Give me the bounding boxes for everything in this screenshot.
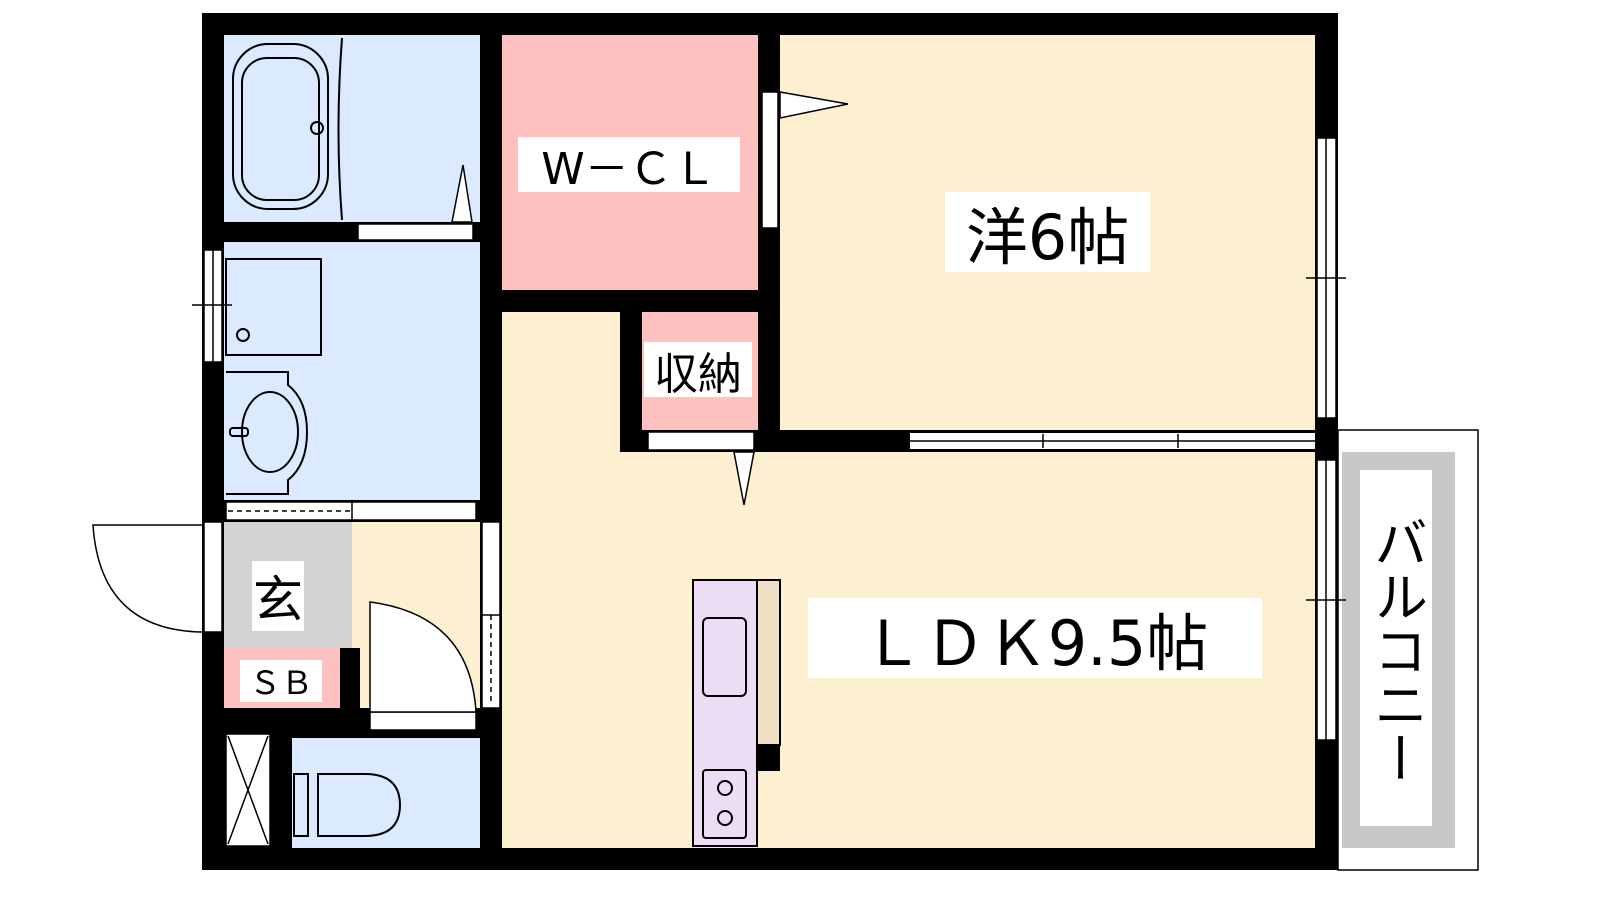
entrance-label: 玄: [252, 561, 304, 631]
closet-door: [761, 91, 779, 229]
storage-label: 収納: [644, 342, 752, 400]
entrance-door: [203, 521, 223, 633]
sink-icon: [702, 617, 747, 697]
toilet-room: [292, 738, 480, 848]
windows: [192, 137, 1346, 741]
walk-in-closet-label: W－ＣＬ: [518, 137, 740, 195]
storage-door: [647, 431, 755, 451]
bathroom-door: [357, 223, 474, 241]
entrance-door-swing: [92, 524, 203, 633]
washing-machine-icon: [225, 258, 322, 356]
western-room-label: 洋6帖: [945, 192, 1150, 274]
ldk-label: ＬＤＫ9.5帖: [808, 598, 1262, 680]
toilet-icon: [293, 773, 402, 837]
shoe-box-label: ＳＢ: [240, 660, 322, 702]
doors: [92, 91, 1315, 731]
balcony-label: バルコニー: [1362, 478, 1430, 822]
pipe-space: [225, 733, 271, 847]
toilet-door: [369, 711, 477, 731]
stove-icon: [702, 769, 747, 839]
kitchen-counter: [692, 579, 781, 847]
bathroom: [224, 35, 480, 222]
bathtub-icon: [232, 37, 343, 221]
washroom-sliding-door: [225, 501, 477, 521]
wash-basin-icon: [226, 371, 309, 495]
toilet-door-swing: [369, 601, 477, 713]
